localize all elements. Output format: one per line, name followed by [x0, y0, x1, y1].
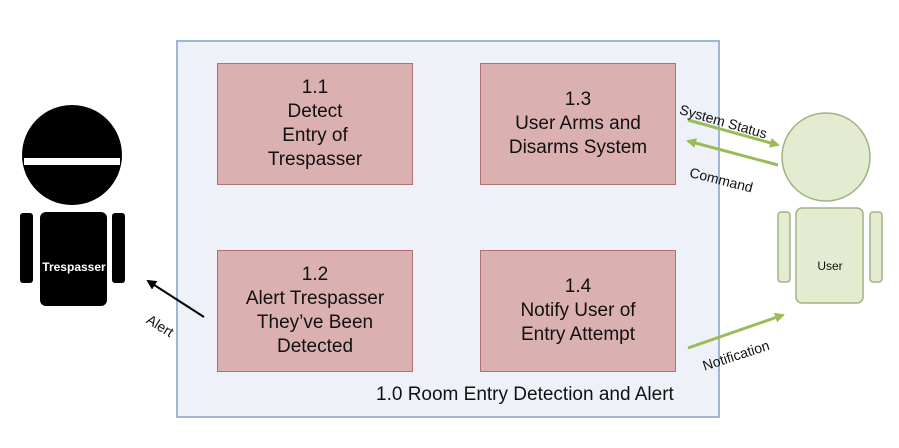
process-text-line: Notify User of — [520, 300, 636, 321]
trespasser-body — [40, 212, 107, 306]
process-id: 1.2 — [301, 264, 329, 285]
system-title: 1.0 Room Entry Detection and Alert — [376, 384, 674, 405]
command-arrow — [686, 138, 779, 167]
process-id: 1.3 — [564, 89, 592, 110]
process-1-4[interactable]: 1.4 Notify User of Entry Attempt — [480, 250, 676, 372]
process-text-line: Alert Trespasser — [245, 288, 385, 309]
user-label: User — [817, 259, 843, 273]
user-left-arm — [777, 211, 791, 283]
system-status-arrow — [687, 118, 780, 148]
process-1-2[interactable]: 1.2 Alert Trespasser They’ve Been Detect… — [217, 250, 413, 372]
process-text-line: User Arms and — [515, 113, 641, 134]
user-body — [795, 207, 864, 304]
process-text-line: Trespasser — [267, 149, 363, 170]
process-text-line: Detected — [276, 336, 354, 357]
trespasser-head — [22, 105, 122, 205]
process-1-1[interactable]: 1.1 Detect Entry of Trespasser — [217, 63, 413, 185]
process-text-line: Entry of — [282, 125, 348, 146]
process-text-line: They’ve Been — [256, 312, 374, 333]
user-head — [781, 112, 871, 202]
process-text-line: Entry Attempt — [520, 324, 636, 345]
process-id: 1.1 — [301, 77, 329, 98]
process-text-line: Disarms System — [508, 137, 648, 158]
process-id: 1.4 — [564, 276, 592, 297]
trespasser-left-arm — [20, 213, 33, 283]
trespasser-label: Trespasser — [42, 260, 106, 274]
trespasser-right-arm — [112, 213, 125, 283]
alert-arrow — [146, 279, 205, 318]
user-right-arm — [869, 211, 883, 283]
process-text-line: Detect — [287, 101, 343, 122]
process-1-3[interactable]: 1.3 User Arms and Disarms System — [480, 63, 676, 185]
trespasser-mask-band — [24, 158, 120, 165]
notification-arrow — [687, 312, 785, 350]
